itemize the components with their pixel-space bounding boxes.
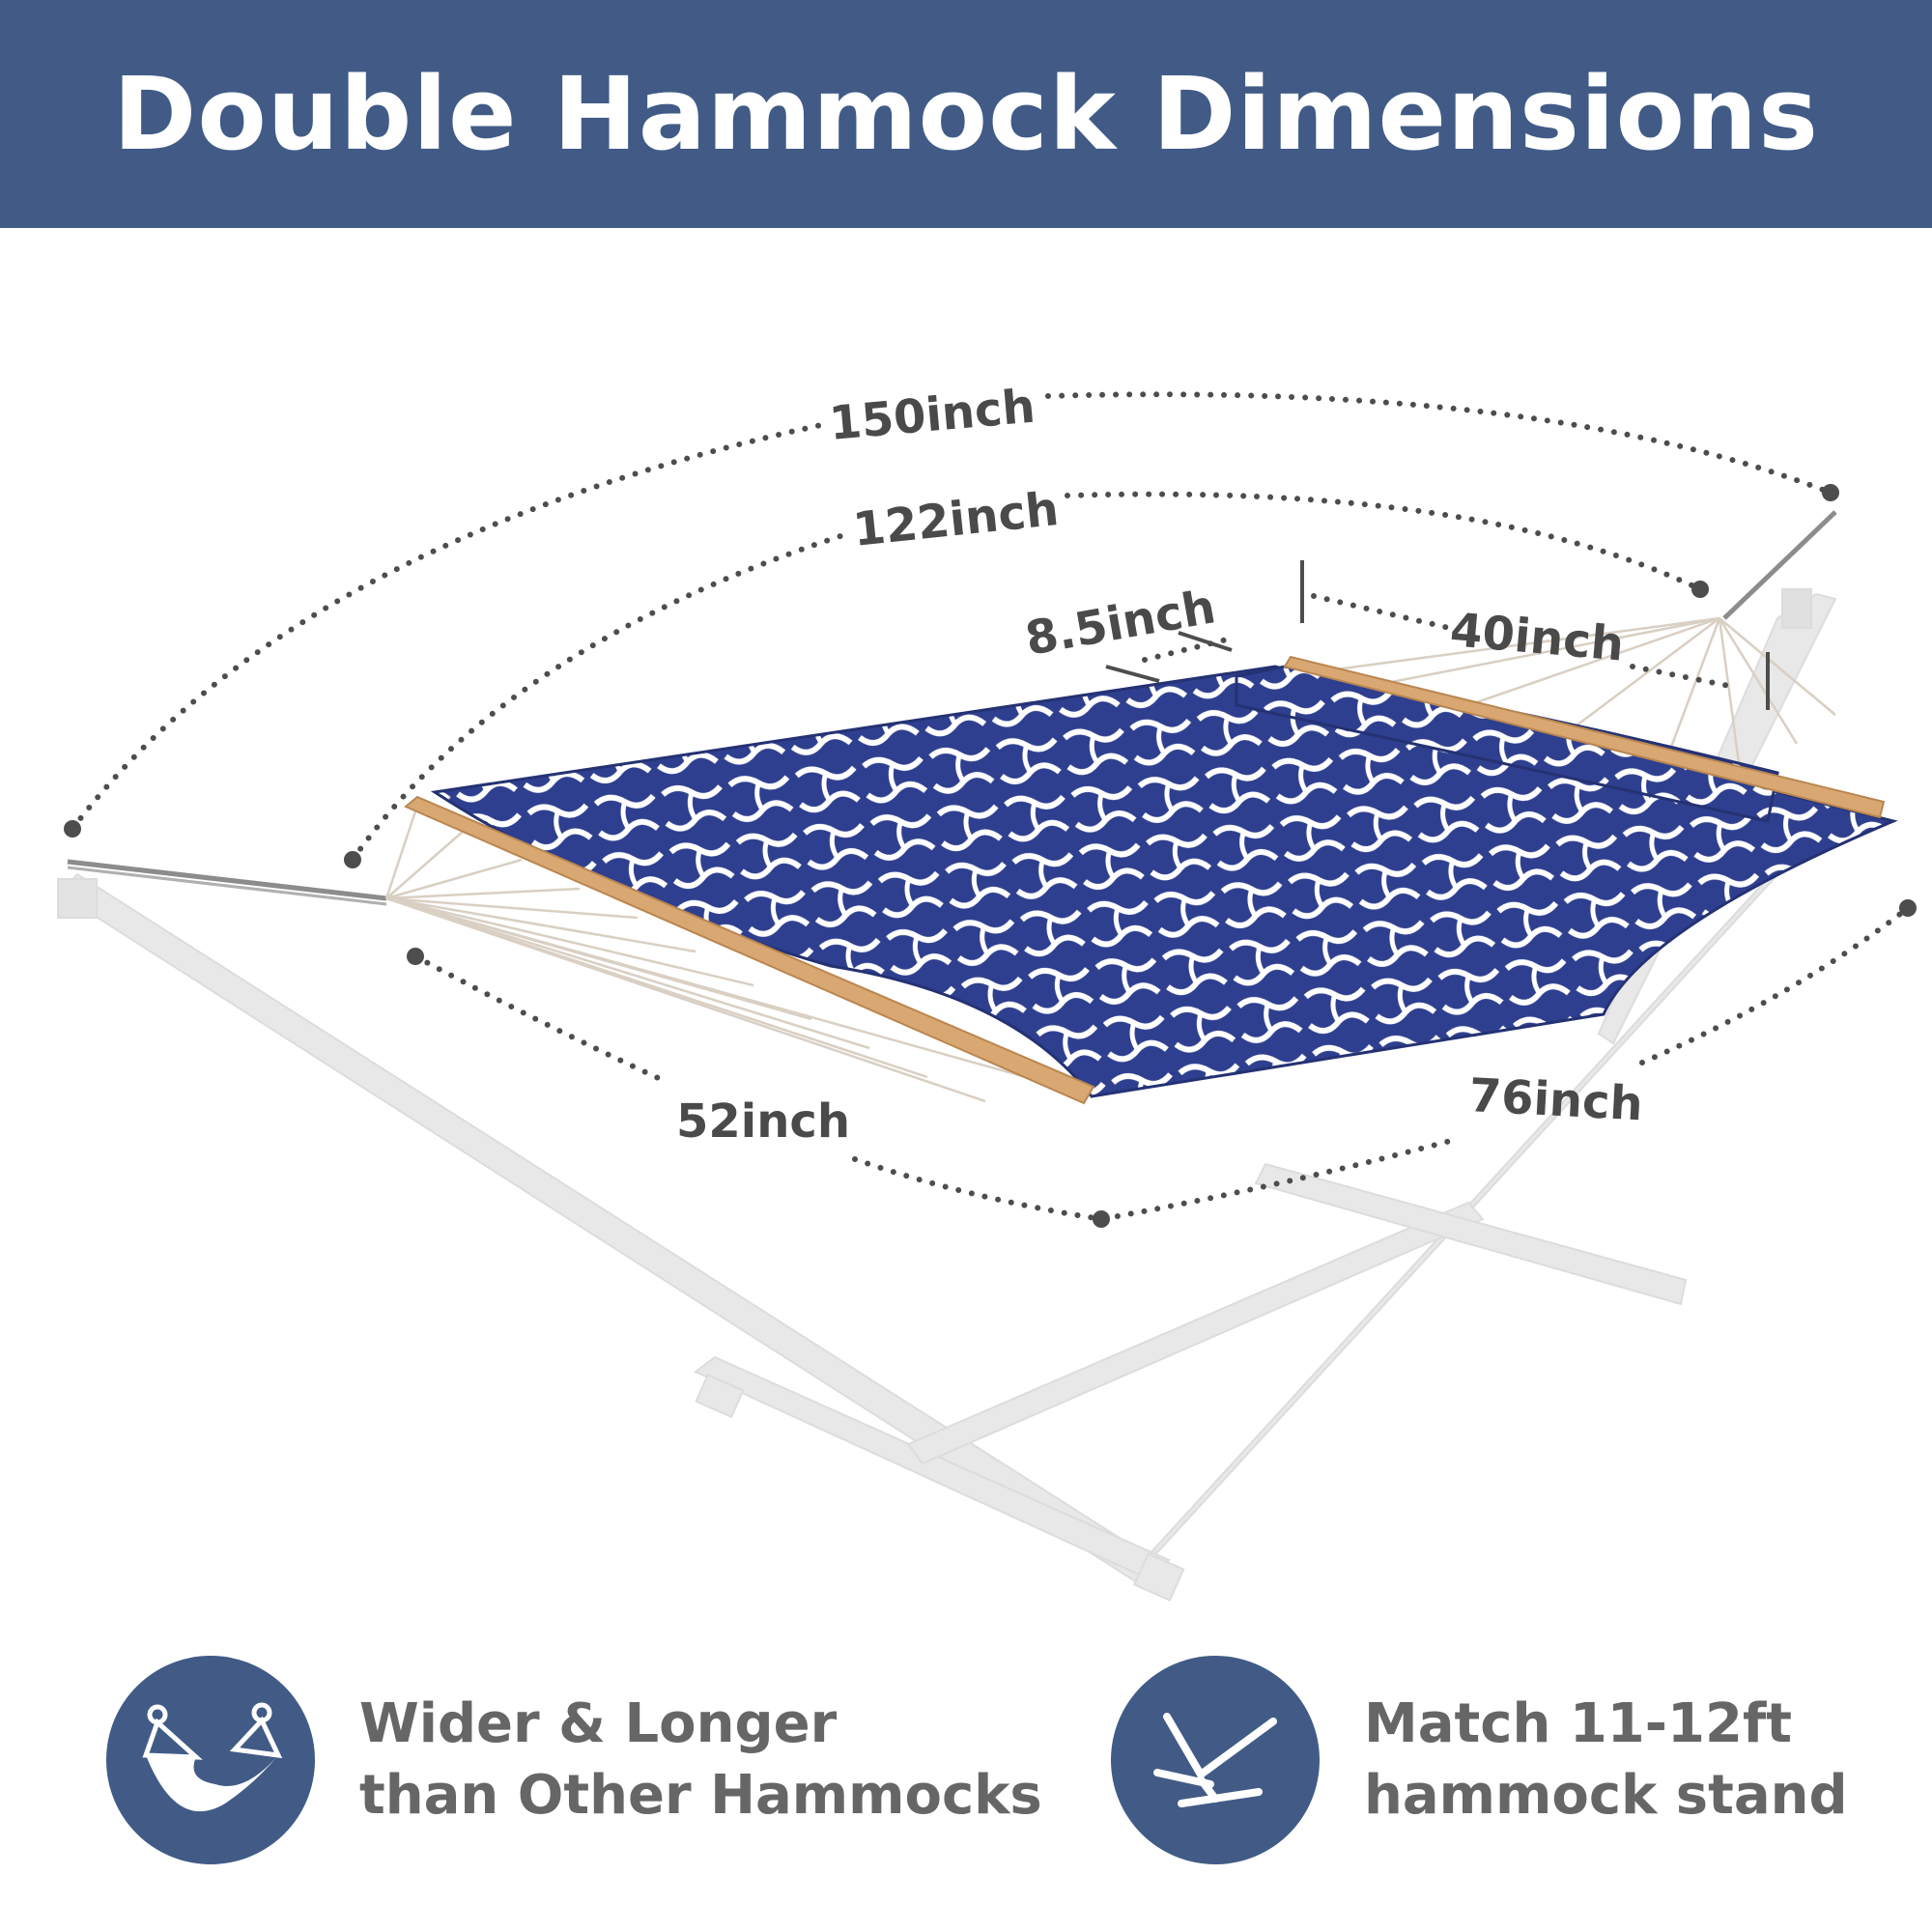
feature-2-line-2: hammock stand	[1364, 1764, 1848, 1827]
label-52inch: 52inch	[676, 1094, 850, 1149]
dim-52-to-76-line	[852, 1137, 1457, 1223]
feature-stand-match: Match 11-12ft hammock stand	[1111, 1656, 1848, 1864]
label-40inch: 40inch	[1448, 603, 1626, 671]
dim-150-arc-left	[70, 422, 824, 832]
dim-150-arc-right	[1045, 391, 1833, 496]
left-ropes	[384, 810, 1044, 1103]
page-title: Double Hammock Dimensions	[113, 55, 1819, 173]
feature-2-line-1: Match 11-12ft	[1364, 1692, 1793, 1755]
left-chain	[67, 859, 387, 906]
right-ropes	[1284, 616, 1836, 774]
dim-52-line	[412, 953, 669, 1085]
stand-icon	[1111, 1656, 1320, 1864]
dimension-lines	[70, 391, 1911, 1223]
hammock-fabric	[430, 665, 1898, 1098]
feature-1-line-2: than Other Hammocks	[359, 1764, 1042, 1827]
right-spreader-bar	[1283, 655, 1886, 819]
hammock-icon	[106, 1656, 315, 1864]
label-150inch: 150inch	[827, 380, 1037, 451]
dim-76-line	[1639, 905, 1911, 1065]
dim-40-line-end	[1630, 664, 1732, 689]
right-chain	[1722, 510, 1837, 620]
label-122inch: 122inch	[850, 482, 1061, 557]
dimension-ticks	[1105, 560, 1770, 710]
label-8-5inch: 8.5inch	[1021, 580, 1219, 667]
dimension-endpoints	[64, 484, 1917, 1228]
dim-122-arc-left	[350, 533, 843, 863]
dim-122-arc-right	[1065, 491, 1703, 592]
title-banner: Double Hammock Dimensions	[0, 0, 1932, 228]
left-spreader-bar	[404, 795, 1095, 1105]
feature-wider-longer: Wider & Longer than Other Hammocks	[106, 1656, 1042, 1864]
feature-1-line-1: Wider & Longer	[359, 1692, 838, 1755]
dim-40-line	[1311, 593, 1452, 631]
label-76inch: 76inch	[1467, 1068, 1644, 1131]
